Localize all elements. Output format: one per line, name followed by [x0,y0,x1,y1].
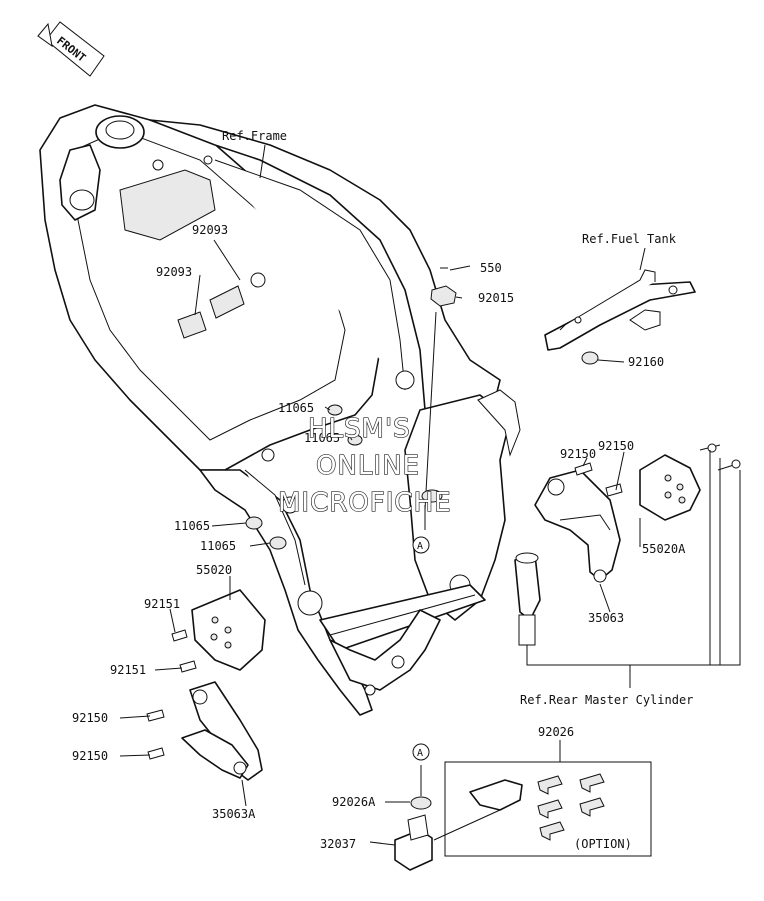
callout-92150-a: 92150 [560,447,596,461]
front-arrow: FRONT [37,21,105,77]
fuel-tank-bracket [544,269,696,365]
callout-550: 550 [480,261,502,275]
callout-ref-rear-master-cylinder: Ref.Rear Master Cylinder [520,693,693,707]
callout-11065-d: 11065 [200,539,236,553]
frame-assembly [39,104,521,716]
option-kit [394,761,652,871]
callout-ref-frame: Ref.Frame [222,129,287,143]
callout-92150-c: 92150 [72,711,108,725]
watermark: HLSM'S ONLINE MICROFICHE [277,413,452,518]
ref-a-circle-2 [412,743,430,761]
callout-92093-a: 92093 [192,223,228,237]
ref-a-label-1: A [417,541,423,552]
callout-ref-fuel-tank: Ref.Fuel Tank [582,232,677,246]
nut-and-bolt [421,265,471,511]
ref-a-label-2: A [417,748,423,759]
leader-lines [119,144,741,846]
watermark-line-2: ONLINE [316,451,420,481]
option-box [444,761,652,857]
callout-92015: 92015 [478,291,514,305]
callout-35063: 35063 [588,611,624,625]
right-footpeg-bracket [514,443,741,646]
callout-option: (OPTION) [574,837,632,851]
left-footpeg-bracket [146,589,266,781]
callout-92160: 92160 [628,355,664,369]
callout-55020: 55020 [196,563,232,577]
callout-92093-b: 92093 [156,265,192,279]
callout-92150-d: 92150 [72,749,108,763]
callout-92151-a: 92151 [144,597,180,611]
callout-32037: 32037 [320,837,356,851]
callout-92151-b: 92151 [110,663,146,677]
callout-92150-b: 92150 [598,439,634,453]
grommets [245,404,363,550]
watermark-line-1: HLSM'S [308,414,411,444]
callout-55020A: 55020A [642,542,686,556]
watermark-line-3: MICROFICHE [278,488,452,518]
callout-35063A: 35063A [212,807,256,821]
callout-11065-b: 11065 [304,431,340,445]
callout-92026A: 92026A [332,795,376,809]
callout-92026: 92026 [538,725,574,739]
ref-a-circle-1 [412,536,430,554]
callout-11065-a: 11065 [278,401,314,415]
callout-labels: Ref.Frame 92093 92093 Ref.Fuel Tank 550 … [72,129,693,851]
callout-11065-c: 11065 [174,519,210,533]
